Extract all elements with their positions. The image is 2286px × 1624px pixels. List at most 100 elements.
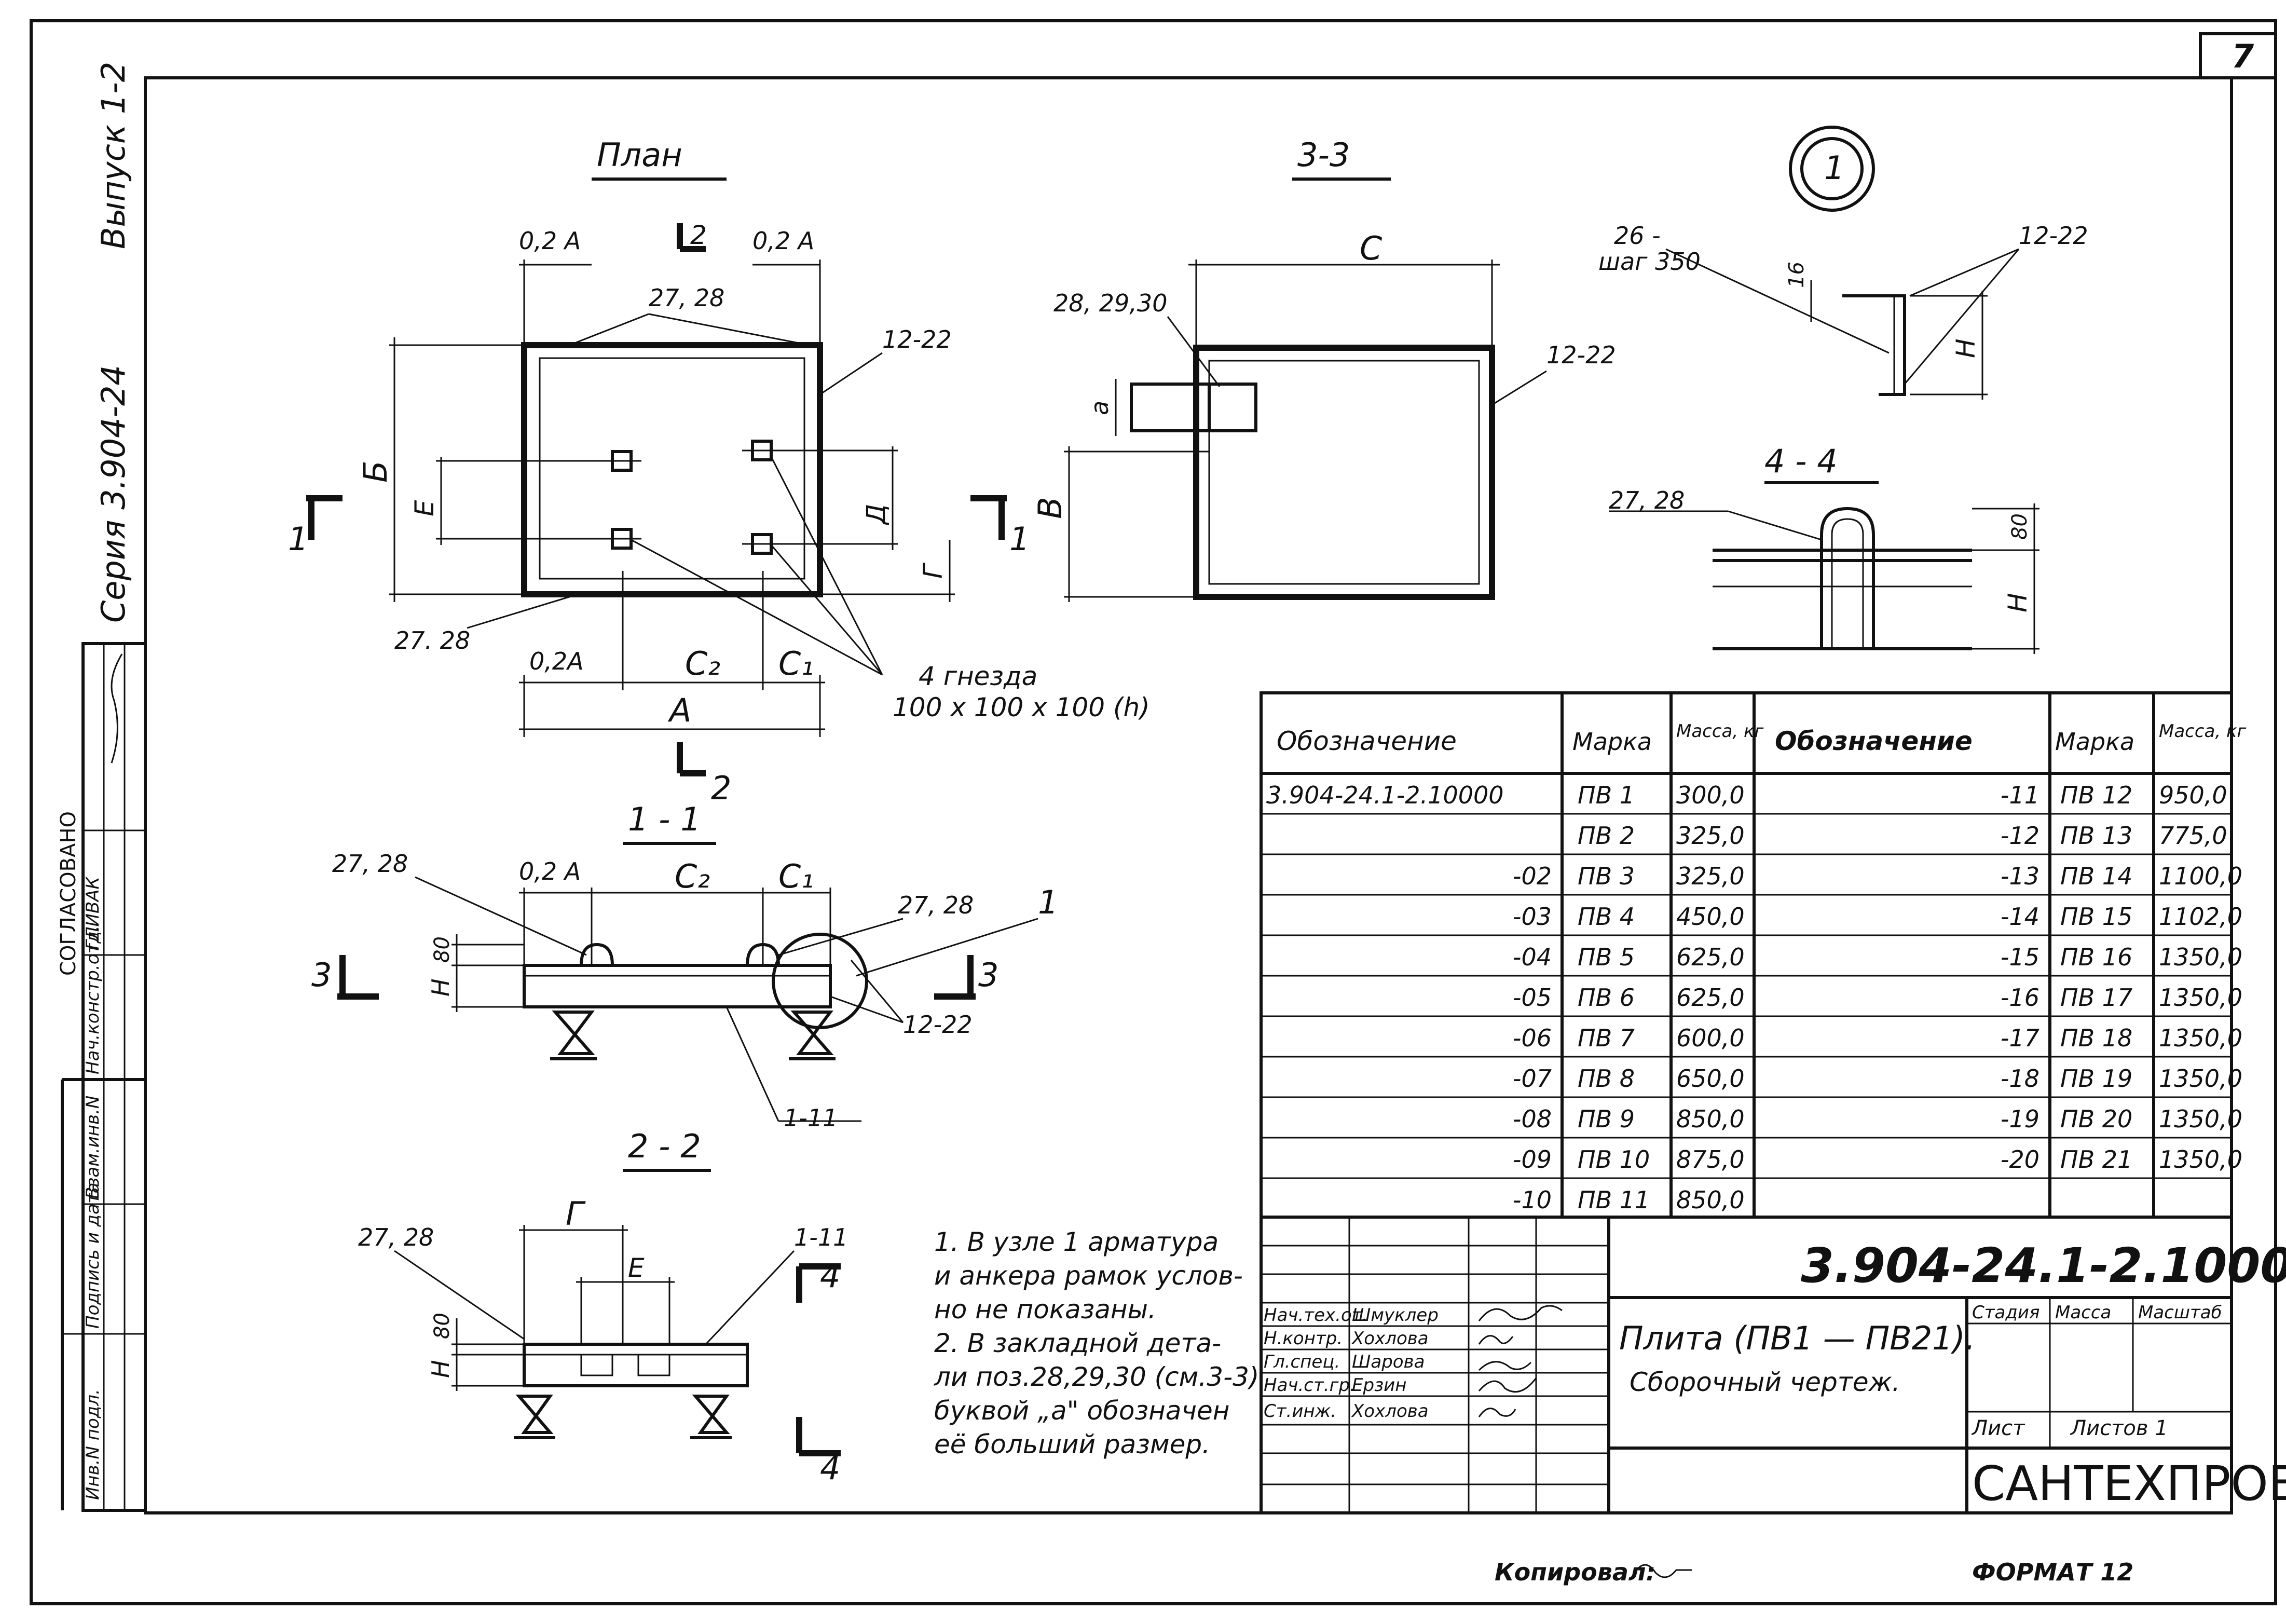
spec-cell-r9-c4: ПВ 21: [2060, 1145, 2132, 1173]
spec-cell-r4-c2: 625,0: [1676, 943, 1745, 971]
staff-role-3: Гл.спец.: [1264, 1352, 1340, 1372]
section33-title: 3-3: [1297, 136, 1350, 174]
plan-cut1-right: 1: [1009, 520, 1030, 558]
spec-cell-r1-c3: -12: [2001, 822, 2039, 850]
section44-anchor: [1820, 507, 1875, 649]
note-line-7: её больший размер.: [934, 1429, 1210, 1459]
spec-cell-r8-c4: ПВ 20: [2060, 1105, 2132, 1133]
section11-dim-h: Н: [427, 978, 455, 997]
section22-support-left: [514, 1395, 555, 1439]
drawing-name-2: Сборочный чертеж.: [1630, 1367, 1900, 1397]
plan-view: План: [288, 136, 1150, 807]
spec-cell-r5-c1: ПВ 6: [1578, 984, 1635, 1012]
spec-header-designation-2: Обозначение: [1775, 726, 1973, 756]
mass-label: Масса: [2055, 1302, 2111, 1323]
sign-date-label: Подпись и дата: [83, 1182, 103, 1329]
title-block-border: [1260, 1216, 2233, 1514]
staff-signatures: [1478, 1305, 1563, 1417]
section33-frame: 12-22: [1546, 341, 1616, 369]
side-stamp: Выпуск 1-2 Серия 3.904-24 СОГЛАСОВАНО На…: [57, 62, 147, 1512]
spec-cell-r6-c3: -17: [2001, 1024, 2039, 1052]
spec-cell-r1-c5: 775,0: [2159, 822, 2227, 850]
spec-cell-r3-c3: -14: [2001, 903, 2039, 931]
spec-cell-r0-c2: 300,0: [1676, 781, 1745, 809]
section11-bottom: 1-11: [784, 1104, 838, 1132]
spec-header-mark-2: Марка: [2055, 728, 2134, 756]
section11-pos-left: 27, 28: [332, 850, 408, 878]
spec-cell-r10-c2: 850,0: [1676, 1186, 1745, 1214]
spec-cell-r10-c0: -10: [1513, 1186, 1552, 1214]
section44-title: 4 - 4: [1764, 442, 1838, 480]
copier-signature: [1634, 1564, 1692, 1578]
node1-pos-left-1: 26 -: [1614, 222, 1661, 250]
node1-pos-left-2: шаг 350: [1598, 248, 1701, 276]
note-line-4: 2. В закладной детa-: [934, 1328, 1221, 1358]
plan-dim-c2: C₂: [685, 645, 720, 683]
spec-cell-r7-c3: -18: [2001, 1065, 2039, 1093]
section-1-1: 1 - 1 3 3 0,2 А C₂ C₁ 27, 28: [311, 800, 1058, 1132]
staff-name-1: Шмуклер: [1352, 1305, 1439, 1326]
spec-cell-r0-c3: -11: [2001, 781, 2039, 809]
plan-sockets-line2: 100 х 100 х 100 (h): [893, 692, 1150, 722]
spec-cell-r0-c1: ПВ 1: [1578, 781, 1635, 809]
plan-02a-bottom: 0,2А: [529, 647, 584, 675]
section22-pos-right: 1-11: [794, 1223, 848, 1251]
section22-dim80: 80: [430, 1313, 454, 1339]
node1-dim-h: Н: [1951, 338, 1981, 358]
spec-cell-r7-c1: ПВ 8: [1578, 1065, 1635, 1093]
spec-cell-r7-c5: 1350,0: [2159, 1065, 2242, 1093]
spec-header-mark-1: Марка: [1572, 728, 1652, 756]
spec-cell-r2-c5: 1100,0: [2159, 862, 2242, 890]
spec-table: Обозначение Марка Масса, кг Обозначение …: [1260, 691, 2247, 1219]
spec-cell-r2-c4: ПВ 14: [2060, 862, 2132, 890]
spec-cell-r9-c5: 1350,0: [2159, 1145, 2242, 1173]
spec-cell-r1-c2: 325,0: [1676, 822, 1745, 850]
spec-cell-r8-c1: ПВ 9: [1578, 1105, 1635, 1133]
section11-cut3-left: 3: [311, 956, 332, 994]
stage-label: Стадия: [1972, 1302, 2039, 1323]
spec-cell-r2-c3: -13: [2001, 862, 2039, 890]
section22-dim-g: Г: [566, 1195, 586, 1233]
section11-support-left: [550, 1011, 597, 1060]
section-4-4: 4 - 4 27, 28 80 Н: [1609, 442, 2039, 654]
approved-label: СОГЛАСОВАНО: [57, 811, 80, 976]
plan-dim-c1: C₁: [778, 645, 814, 683]
spec-cell-r9-c2: 875,0: [1676, 1145, 1745, 1173]
spec-header-mass-1: Масса, кг: [1676, 721, 1764, 742]
spec-cell-r10-c1: ПВ 11: [1578, 1186, 1650, 1214]
section33-pos: 28, 29,30: [1053, 289, 1167, 317]
staff-role-2: Н.контр.: [1264, 1328, 1343, 1349]
spec-cell-r3-c1: ПВ 4: [1578, 903, 1635, 931]
plan-pos-bottom: 27. 28: [394, 626, 470, 654]
plan-pos-top: 27, 28: [649, 284, 724, 312]
inv-orig-label: Инв.N подл.: [83, 1389, 103, 1500]
staff-role-1: Нач.тех.от.: [1264, 1305, 1367, 1326]
gip-label: ГЛИВАК: [83, 876, 103, 950]
staff-role-5: Ст.инж.: [1264, 1401, 1336, 1422]
title-block-staff-grid: [1261, 1217, 1609, 1513]
page-number: 7: [2232, 37, 2254, 75]
section11-frame: 12-22: [903, 1011, 973, 1039]
spec-cell-r6-c0: -06: [1513, 1024, 1552, 1052]
series-label: Серия 3.904-24: [94, 365, 132, 623]
spec-cell-r7-c2: 650,0: [1676, 1065, 1745, 1093]
section22-slab: [523, 1343, 749, 1387]
notes: 1. В узле 1 арматура и анкера рамок усло…: [934, 1227, 1259, 1459]
spec-cell-r7-c0: -07: [1513, 1065, 1552, 1093]
section44-dim-h: Н: [2003, 593, 2033, 612]
spec-cell-r9-c1: ПВ 10: [1578, 1145, 1650, 1173]
note-line-3: но не показаны.: [934, 1294, 1156, 1325]
note-line-1: 1. В узле 1 арматура: [934, 1227, 1219, 1257]
plan-sockets: [602, 440, 782, 555]
spec-cell-r8-c0: -08: [1513, 1105, 1552, 1133]
section33-outline: [1193, 345, 1495, 600]
note-line-2: и анкера рамок услов-: [934, 1261, 1243, 1291]
section11-02a: 0,2 А: [519, 857, 581, 885]
spec-cell-r1-c4: ПВ 13: [2060, 822, 2132, 850]
spec-cell-r5-c4: ПВ 17: [2060, 984, 2132, 1012]
spec-cell-r6-c5: 1350,0: [2159, 1024, 2242, 1052]
plan-sockets-line1: 4 гнезда: [919, 661, 1037, 691]
plan-dim-d: Д: [861, 504, 891, 525]
spec-cell-r0-c4: ПВ 12: [2060, 781, 2132, 809]
note-line-6: буквой „а" обозначен: [934, 1396, 1229, 1426]
